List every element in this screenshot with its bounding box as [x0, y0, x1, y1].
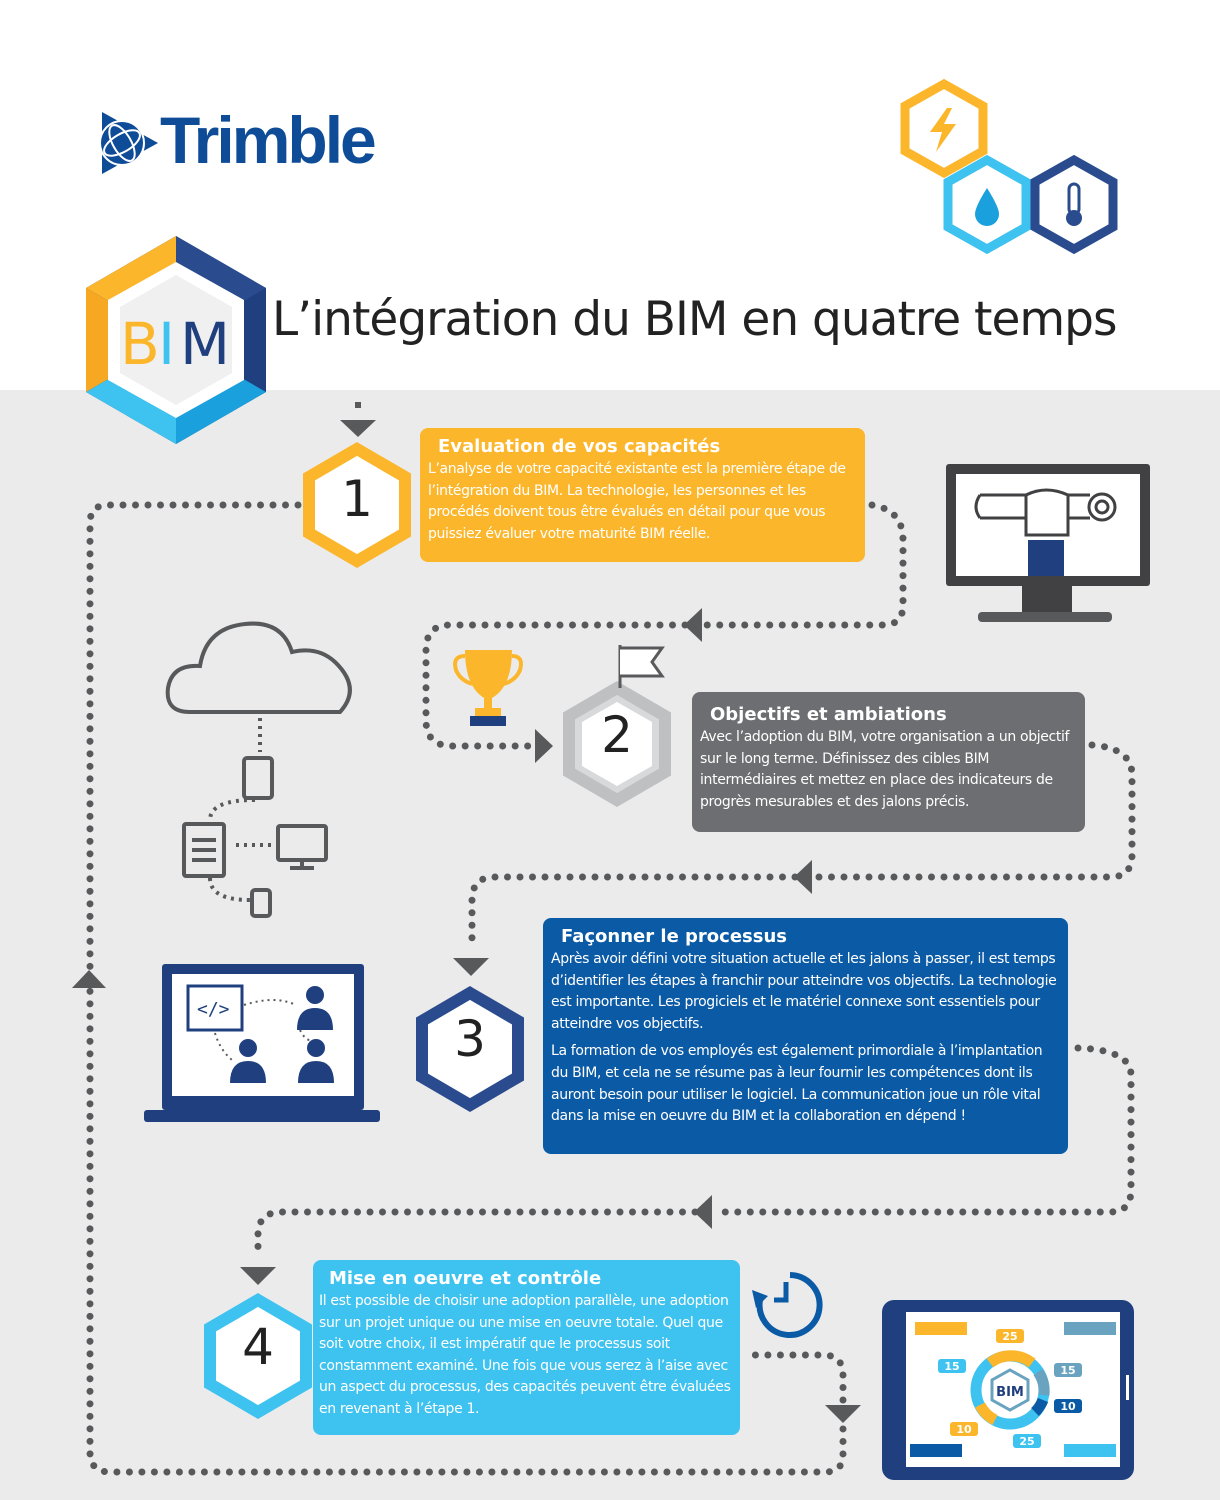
bim-hexagon-logo [86, 236, 266, 444]
bim-letter-b: B [120, 310, 160, 378]
step-3-text-1: Après avoir défini votre situation actue… [551, 951, 1057, 1032]
arrow-down-icon [240, 1267, 276, 1285]
arrow-left-icon [694, 1195, 712, 1229]
step-1-hexagon [303, 442, 411, 568]
step-3-hexagon [416, 986, 524, 1112]
arrow-down-icon [453, 958, 489, 976]
tablet-label: 10 [1060, 1400, 1076, 1413]
cloud-devices-icon [165, 621, 352, 918]
code-icon: </> [197, 999, 230, 1020]
thermometer-hexagon-icon [1030, 154, 1118, 255]
step-1-title: Evaluation de vos capacités [438, 436, 721, 457]
tablet-label: 25 [1002, 1330, 1017, 1343]
tablet-center-label: BIM [996, 1385, 1024, 1400]
flow-path-2-3 [468, 741, 1136, 954]
step-4-hexagon [204, 1293, 312, 1419]
bim-letter-m: M [180, 310, 230, 378]
step-1-number: 1 [341, 470, 373, 528]
arrow-left-icon [794, 860, 812, 894]
trimble-logo: Trimble [160, 103, 377, 177]
laptop-collaboration-icon [144, 964, 380, 1122]
page-title: L’intégration du BIM en quatre temps [272, 292, 1117, 347]
arrow-down-icon [340, 420, 376, 437]
step-2-number: 2 [601, 706, 633, 764]
monitor-wrench-icon [946, 464, 1150, 622]
arrow-right-icon [535, 729, 553, 763]
step-2-hexagon [563, 681, 671, 807]
step-2-title: Objectifs et ambiations [710, 704, 947, 725]
step-3-text-2: La formation de vos employés est égaleme… [551, 1043, 1043, 1125]
lightning-hexagon-icon [900, 78, 988, 179]
step-4-text: Il est possible de choisir une adoption … [319, 1293, 731, 1417]
arrow-down-icon [825, 1405, 861, 1423]
arrow-up-icon [72, 970, 106, 988]
flow-path-loop [86, 501, 847, 1476]
tablet-label: 15 [944, 1360, 959, 1373]
step-2-text: Avec l’adoption du BIM, votre organisati… [700, 729, 1070, 810]
tablet-label: 25 [1019, 1435, 1034, 1448]
step-4-number: 4 [242, 1318, 274, 1376]
flow-path-3-4 [254, 1044, 1135, 1262]
trophy-icon [453, 650, 523, 726]
flow-path-1-2 [422, 501, 907, 750]
step-2-card: Objectifs et ambiations Avec l’adoption … [692, 692, 1085, 832]
step-3-card: Façonner le processus Après avoir défini… [543, 918, 1068, 1154]
step-1-text: L’analyse de votre capacité existante es… [428, 461, 846, 542]
step-4-card: Mise en oeuvre et contrôle Il est possib… [313, 1260, 740, 1435]
clock-icon [752, 1272, 823, 1338]
step-3-number: 3 [454, 1010, 486, 1068]
tablet-label: 10 [956, 1423, 972, 1436]
flag-icon [618, 645, 665, 688]
tablet-label: 15 [1060, 1364, 1075, 1377]
step-1-card: Evaluation de vos capacités L’analyse de… [420, 428, 865, 562]
trimble-globe-icon [99, 112, 158, 174]
step-3-title: Façonner le processus [561, 926, 788, 947]
water-drop-hexagon-icon [943, 154, 1031, 255]
arrow-left-icon [684, 608, 702, 642]
bim-letter-i: I [158, 310, 175, 378]
step-4-title: Mise en oeuvre et contrôle [329, 1268, 602, 1289]
